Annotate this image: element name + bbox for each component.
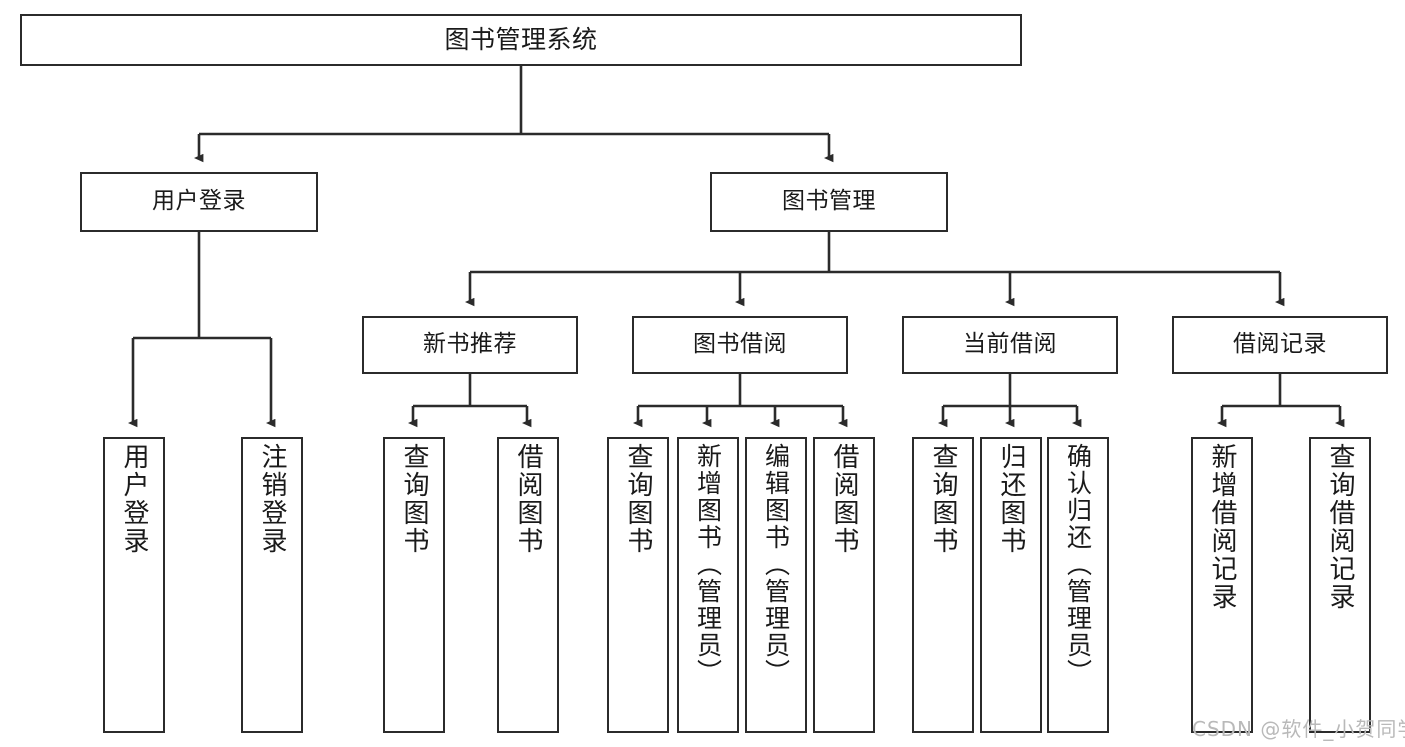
leaf-edit-book-admin-label: 编辑图书（管理员） — [761, 443, 791, 686]
leaf-confirm-return-admin-label: 确认归还（管理员） — [1063, 443, 1093, 686]
leaf-user-login[interactable]: 用户登录 — [103, 437, 165, 733]
watermark-text: CSDN @软件_小贺同学 — [1192, 717, 1405, 741]
node-book-manage-label: 图书管理 — [782, 188, 876, 215]
node-borrow-record-label: 借阅记录 — [1233, 331, 1327, 358]
leaf-logout-login-label: 注销登录 — [257, 443, 287, 555]
node-current-borrow-label: 当前借阅 — [963, 331, 1057, 358]
leaf-return-book[interactable]: 归还图书 — [980, 437, 1042, 733]
leaf-user-login-label: 用户登录 — [119, 443, 149, 555]
leaf-query-book-2[interactable]: 查询图书 — [607, 437, 669, 733]
leaf-query-book-2-label: 查询图书 — [623, 443, 653, 555]
node-book-borrow-label: 图书借阅 — [693, 331, 787, 358]
node-book-manage[interactable]: 图书管理 — [710, 172, 948, 232]
leaf-add-borrow-record-label: 新增借阅记录 — [1207, 443, 1237, 611]
leaf-borrow-book-1-label: 借阅图书 — [513, 443, 543, 555]
leaf-query-borrow-record[interactable]: 查询借阅记录 — [1309, 437, 1371, 733]
node-user-login-label: 用户登录 — [152, 188, 246, 215]
leaf-add-borrow-record[interactable]: 新增借阅记录 — [1191, 437, 1253, 733]
node-borrow-record[interactable]: 借阅记录 — [1172, 316, 1388, 374]
leaf-add-book-admin[interactable]: 新增图书（管理员） — [677, 437, 739, 733]
node-new-book-recommend-label: 新书推荐 — [423, 331, 517, 358]
node-new-book-recommend[interactable]: 新书推荐 — [362, 316, 578, 374]
leaf-add-book-admin-label: 新增图书（管理员） — [693, 443, 723, 686]
node-current-borrow[interactable]: 当前借阅 — [902, 316, 1118, 374]
leaf-query-borrow-record-label: 查询借阅记录 — [1325, 443, 1355, 611]
leaf-borrow-book-1[interactable]: 借阅图书 — [497, 437, 559, 733]
leaf-confirm-return-admin[interactable]: 确认归还（管理员） — [1047, 437, 1109, 733]
node-user-login[interactable]: 用户登录 — [80, 172, 318, 232]
leaf-borrow-book-2-label: 借阅图书 — [829, 443, 859, 555]
leaf-edit-book-admin[interactable]: 编辑图书（管理员） — [745, 437, 807, 733]
leaf-return-book-label: 归还图书 — [996, 443, 1026, 555]
node-book-borrow[interactable]: 图书借阅 — [632, 316, 848, 374]
leaf-query-book-1-label: 查询图书 — [399, 443, 429, 555]
node-root[interactable]: 图书管理系统 — [20, 14, 1022, 66]
leaf-borrow-book-2[interactable]: 借阅图书 — [813, 437, 875, 733]
leaf-query-book-1[interactable]: 查询图书 — [383, 437, 445, 733]
leaf-query-book-3-label: 查询图书 — [928, 443, 958, 555]
leaf-logout-login[interactable]: 注销登录 — [241, 437, 303, 733]
node-root-label: 图书管理系统 — [444, 25, 598, 55]
leaf-query-book-3[interactable]: 查询图书 — [912, 437, 974, 733]
